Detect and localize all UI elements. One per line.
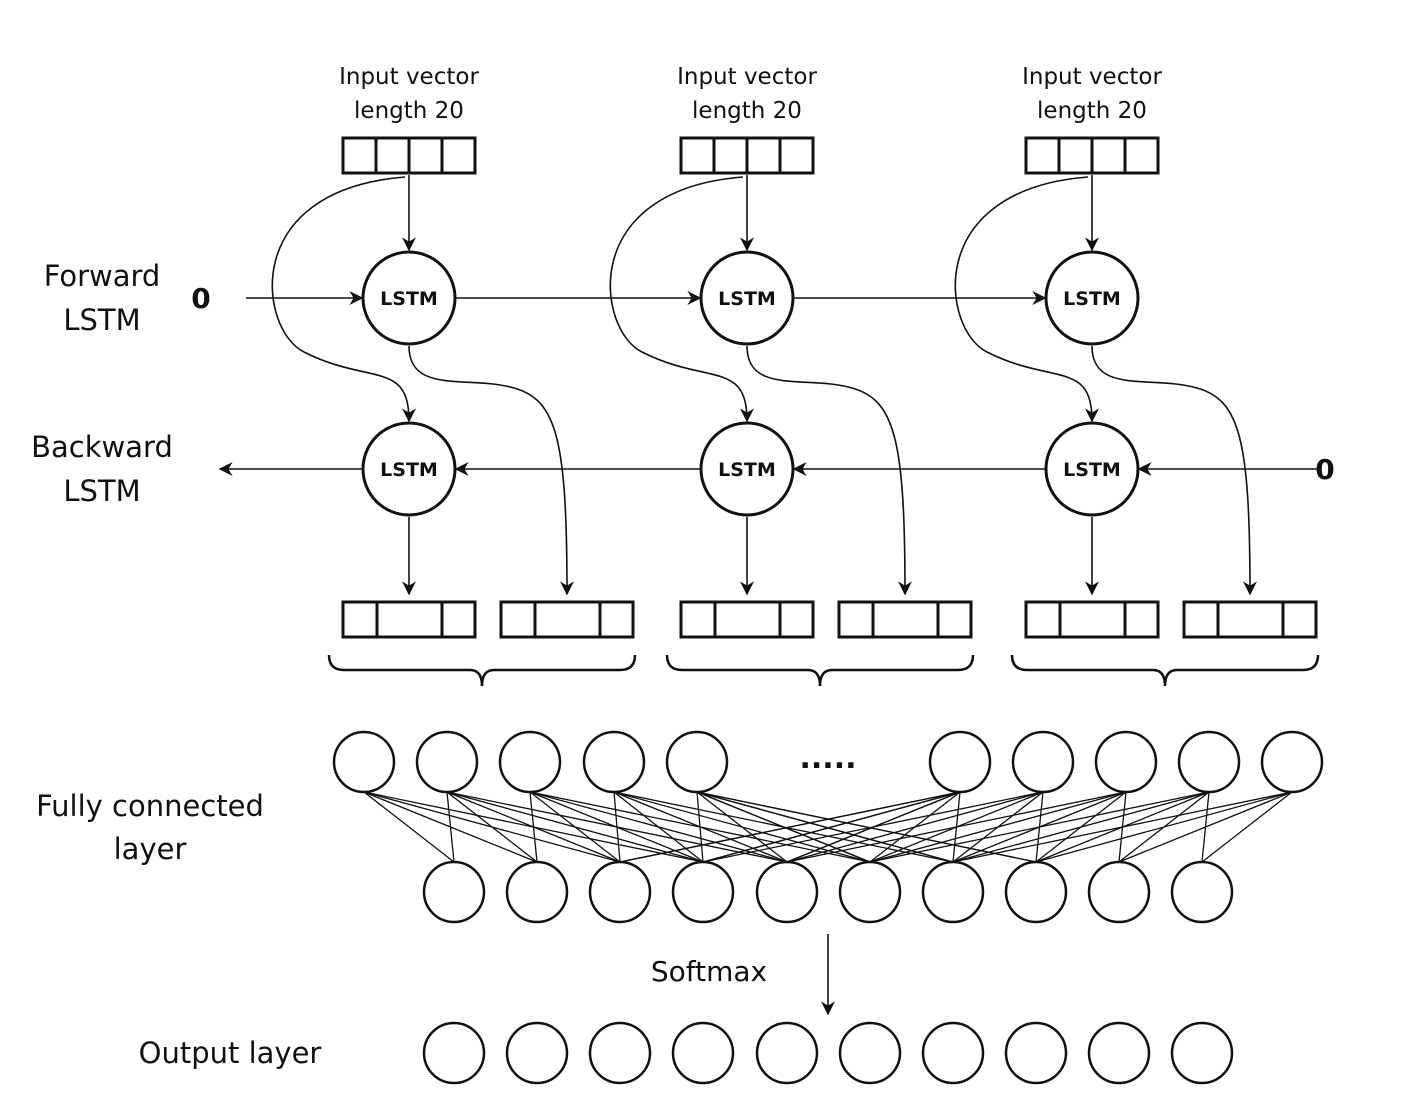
output-neuron (921, 1021, 985, 1085)
fc-top-neuron (665, 730, 729, 794)
forward-output-vector (499, 600, 635, 639)
lstm-label: LSTM (1063, 288, 1121, 310)
fc-edges (363, 791, 1293, 863)
fc-top-neuron (582, 730, 646, 794)
output-neuron (1170, 1021, 1234, 1085)
fc-top-neuron (1094, 730, 1158, 794)
backward-lstm-label-line2: LSTM (63, 474, 140, 508)
forward-lstm-node: LSTM (361, 250, 457, 346)
fc-top-neuron (415, 730, 479, 794)
fc-top-neuron (928, 730, 992, 794)
backward-initial-state: 0 (1315, 453, 1334, 486)
input-to-backward-arrow (609, 176, 754, 423)
input-to-backward-arrow (271, 176, 416, 423)
backward-output-vector (679, 600, 815, 639)
fc-bottom-row (422, 860, 1234, 924)
fc-bottom-neuron (505, 860, 569, 924)
timestep-2: Input vector length 20 LSTM LSTM (609, 64, 975, 687)
backward-lstm-label-line1: Backward (31, 430, 173, 464)
fc-bottom-neuron (755, 860, 819, 924)
backward-output-vector (1024, 600, 1160, 639)
fc-top-neuron (498, 730, 562, 794)
input-vector (341, 136, 477, 175)
forward-lstm-label-line2: LSTM (63, 303, 140, 337)
concat-brace (327, 654, 637, 687)
fc-bottom-neuron (588, 860, 652, 924)
backward-output-vector (341, 600, 477, 639)
timestep-1: Input vector length 20 LSTM LSTM (271, 64, 637, 687)
output-neuron (755, 1021, 819, 1085)
forward-output-vector (1182, 600, 1318, 639)
backward-lstm-node: LSTM (1044, 421, 1140, 517)
input-label-line1: Input vector (1022, 64, 1162, 90)
lstm-label: LSTM (380, 459, 438, 481)
fc-bottom-neuron (1004, 860, 1068, 924)
forward-to-output-arrow (408, 345, 574, 596)
lstm-label: LSTM (718, 288, 776, 310)
forward-lstm-label-line1: Forward (44, 259, 161, 293)
input-vector (679, 136, 815, 175)
fully-connected-label-line1: Fully connected (36, 789, 264, 823)
lstm-label: LSTM (718, 459, 776, 481)
forward-to-output-arrow (1091, 345, 1257, 596)
fc-bottom-neuron (671, 860, 735, 924)
input-label-line2: length 20 (354, 98, 464, 124)
fc-bottom-neuron (422, 860, 486, 924)
fc-bottom-neuron (1087, 860, 1151, 924)
output-neuron (588, 1021, 652, 1085)
input-label-line2: length 20 (1037, 98, 1147, 124)
fc-top-neuron (1011, 730, 1075, 794)
concat-brace (665, 654, 975, 687)
output-neuron (838, 1021, 902, 1085)
fc-top-neuron (1260, 730, 1324, 794)
backward-lstm-node: LSTM (699, 421, 795, 517)
fc-top-neuron (332, 730, 396, 794)
concat-brace (1010, 654, 1320, 687)
forward-lstm-node: LSTM (699, 250, 795, 346)
fc-top-row (332, 730, 1324, 794)
output-neuron (422, 1021, 486, 1085)
output-neuron (505, 1021, 569, 1085)
fc-top-neuron (1177, 730, 1241, 794)
fc-bottom-neuron (1170, 860, 1234, 924)
output-neuron (671, 1021, 735, 1085)
forward-to-output-arrow (746, 345, 912, 596)
output-row (422, 1021, 1234, 1085)
forward-initial-state: 0 (191, 282, 210, 315)
ellipsis: ..... (800, 741, 857, 776)
input-label-line2: length 20 (692, 98, 802, 124)
fully-connected-label-line2: layer (114, 832, 187, 866)
lstm-label: LSTM (380, 288, 438, 310)
fc-bottom-neuron (838, 860, 902, 924)
timestep-3: Input vector length 20 LSTM LSTM (954, 64, 1320, 687)
output-neuron (1004, 1021, 1068, 1085)
forward-lstm-node: LSTM (1044, 250, 1140, 346)
input-label-line1: Input vector (677, 64, 817, 90)
output-neuron (1087, 1021, 1151, 1085)
output-layer-label: Output layer (139, 1036, 322, 1070)
input-label-line1: Input vector (339, 64, 479, 90)
input-to-backward-arrow (954, 176, 1099, 423)
lstm-label: LSTM (1063, 459, 1121, 481)
fc-bottom-neuron (921, 860, 985, 924)
backward-lstm-node: LSTM (361, 421, 457, 517)
input-vector (1024, 136, 1160, 175)
forward-output-vector (837, 600, 973, 639)
softmax-label: Softmax (651, 955, 767, 988)
